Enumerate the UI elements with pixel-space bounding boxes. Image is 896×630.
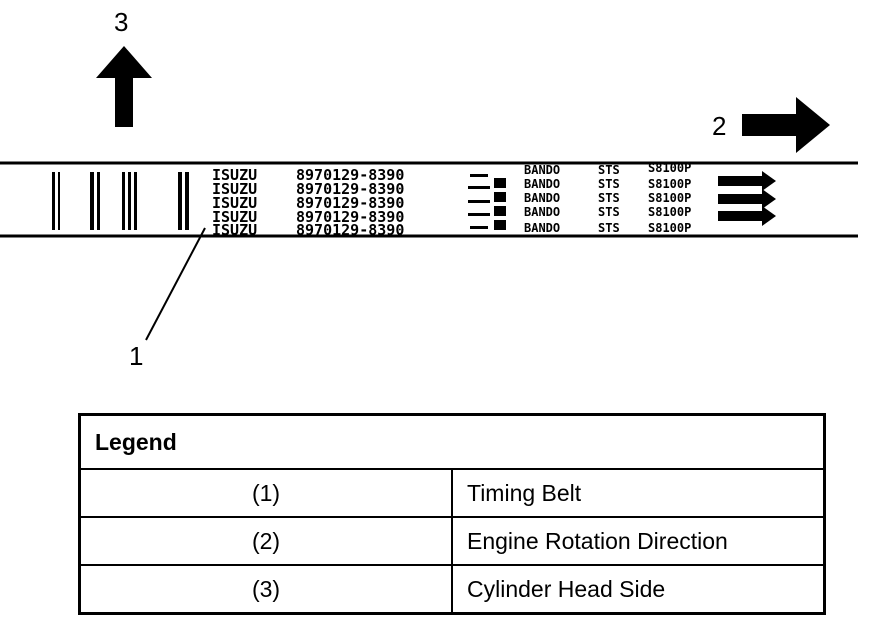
callout-1: 1 xyxy=(129,227,206,371)
belt-maker-2: BANDO xyxy=(524,177,560,191)
legend-row: (3) Cylinder Head Side xyxy=(78,564,826,615)
belt-part-4: 8970129-8390 xyxy=(296,208,404,226)
belt-col-maker: BANDO BANDO BANDO BANDO BANDO xyxy=(524,163,560,235)
belt-part-5: 8970129-8390 xyxy=(296,221,404,239)
belt-code-2: STS xyxy=(598,177,620,191)
belt-maker-1: BANDO xyxy=(524,163,560,177)
timing-belt-diagram: ISUZU ISUZU ISUZU ISUZU ISUZU 8970129-83… xyxy=(0,7,858,371)
timing-belt: ISUZU ISUZU ISUZU ISUZU ISUZU 8970129-83… xyxy=(0,161,858,239)
leader-line xyxy=(145,227,206,341)
belt-code-3: STS xyxy=(598,191,620,205)
belt-part-2: 8970129-8390 xyxy=(296,180,404,198)
belt-part-1: 8970129-8390 xyxy=(296,166,404,184)
callout-2: 2 xyxy=(712,97,830,153)
belt-arrow-2-icon xyxy=(718,189,776,209)
belt-col-size: S8100P S8100P S8100P S8100P S8100P xyxy=(648,161,691,235)
callout-3: 3 xyxy=(96,7,152,127)
legend-row-2-description: Engine Rotation Direction xyxy=(451,516,826,566)
callout-1-label: 1 xyxy=(129,341,143,371)
legend-row-1-description: Timing Belt xyxy=(451,468,826,518)
belt-model-4: ISUZU xyxy=(212,208,257,226)
callout-2-label: 2 xyxy=(712,111,726,141)
belt-arrow-1-icon xyxy=(718,171,776,191)
belt-col-model: ISUZU ISUZU ISUZU ISUZU ISUZU xyxy=(212,166,257,239)
belt-code-5: STS xyxy=(598,221,620,235)
belt-code-4: STS xyxy=(598,205,620,219)
legend-title: Legend xyxy=(78,413,826,470)
belt-model-1: ISUZU xyxy=(212,166,257,184)
legend-row: (2) Engine Rotation Direction xyxy=(78,516,826,566)
belt-model-2: ISUZU xyxy=(212,180,257,198)
belt-col-code: STS STS STS STS STS xyxy=(598,163,620,235)
belt-arrow-3-icon xyxy=(718,206,776,226)
belt-size-3: S8100P xyxy=(648,191,691,205)
belt-maker-3: BANDO xyxy=(524,191,560,205)
belt-small-marks xyxy=(468,174,506,230)
up-arrow-icon xyxy=(96,46,152,127)
legend-table: Legend (1) Timing Belt (2) Engine Rotati… xyxy=(78,413,826,615)
belt-direction-arrows xyxy=(718,171,776,226)
belt-model-5: ISUZU xyxy=(212,221,257,239)
belt-size-2: S8100P xyxy=(648,177,691,191)
legend-row-3-description: Cylinder Head Side xyxy=(451,564,826,615)
belt-maker-4: BANDO xyxy=(524,205,560,219)
legend-row: (1) Timing Belt xyxy=(78,468,826,518)
belt-model-3: ISUZU xyxy=(212,194,257,212)
legend-row-1-number: (1) xyxy=(78,468,453,518)
callout-3-label: 3 xyxy=(114,7,128,37)
legend-row-3-number: (3) xyxy=(78,564,453,615)
belt-size-4: S8100P xyxy=(648,205,691,219)
belt-code-1: STS xyxy=(598,163,620,177)
belt-col-part: 8970129-8390 8970129-8390 8970129-8390 8… xyxy=(296,166,404,239)
belt-part-3: 8970129-8390 xyxy=(296,194,404,212)
legend-row-2-number: (2) xyxy=(78,516,453,566)
legend-header-row: Legend xyxy=(78,413,826,470)
belt-maker-5: BANDO xyxy=(524,221,560,235)
right-arrow-icon xyxy=(742,97,830,153)
belt-size-1: S8100P xyxy=(648,161,691,175)
belt-size-5: S8100P xyxy=(648,221,691,235)
belt-left-markings xyxy=(52,172,189,230)
